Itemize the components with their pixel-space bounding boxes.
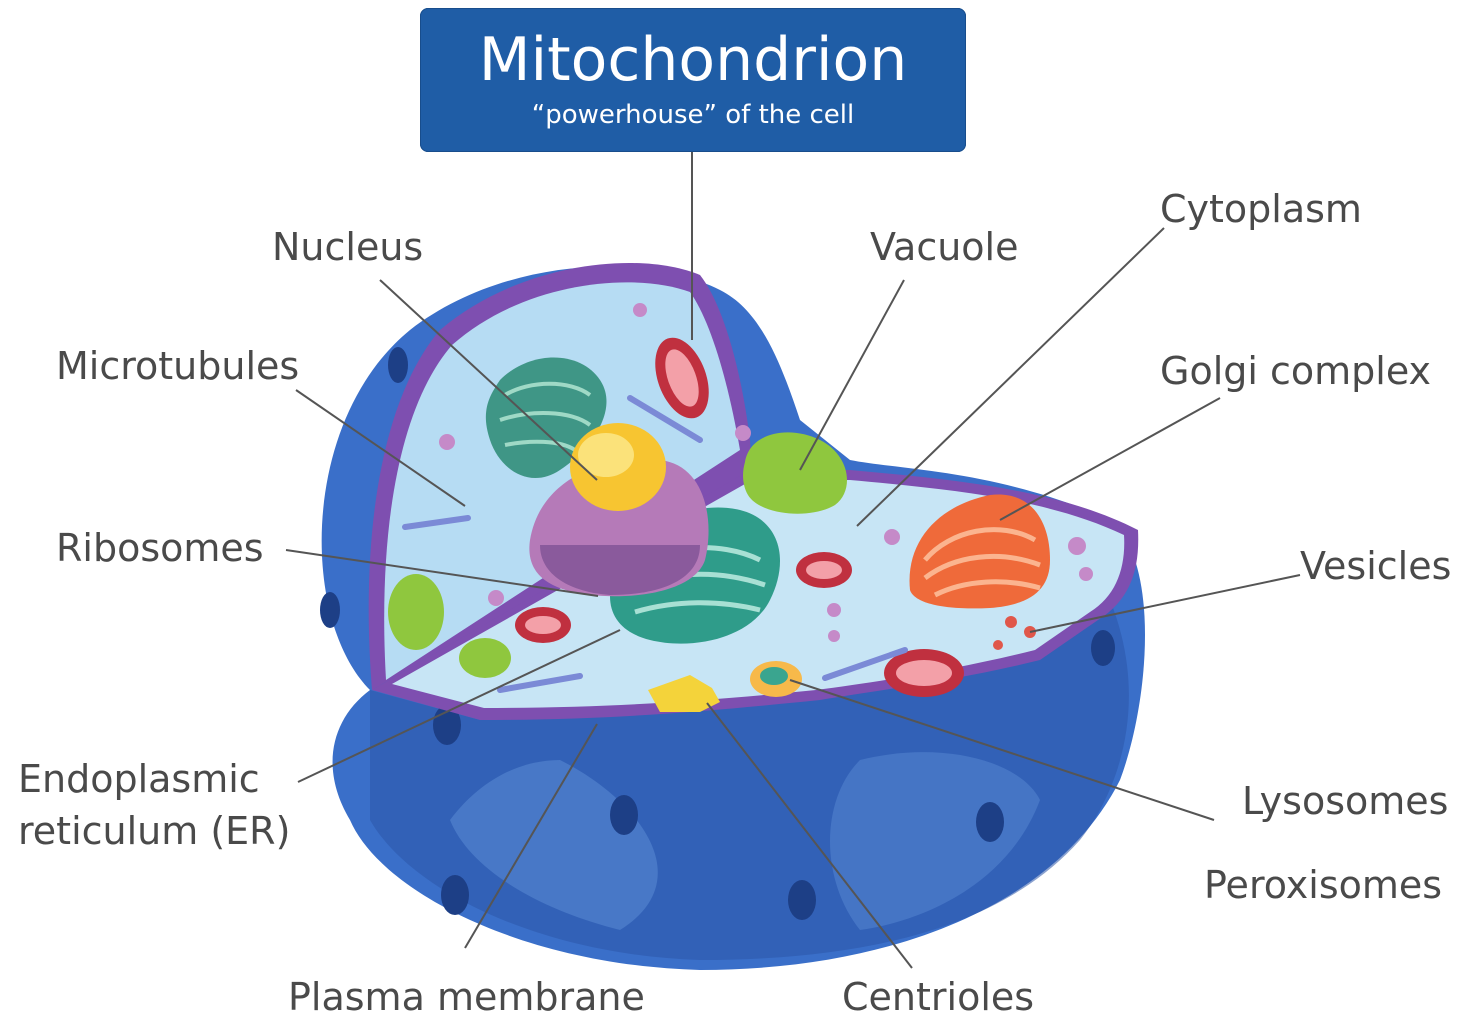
leader-golgi	[1000, 398, 1220, 520]
label-plasma-membrane: Plasma membrane	[288, 976, 645, 1018]
label-er-line1: Endoplasmic	[18, 758, 260, 800]
vesicle	[439, 434, 455, 450]
vesicle	[884, 529, 900, 545]
label-vesicles: Vesicles	[1300, 545, 1451, 587]
label-ribosomes: Ribosomes	[56, 527, 264, 569]
title-box: Mitochondrion “powerhouse” of the cell	[420, 8, 966, 152]
pore	[1091, 630, 1115, 666]
label-centrioles: Centrioles	[842, 976, 1034, 1018]
leader-vacuole	[800, 280, 904, 470]
vesicle	[1068, 537, 1086, 555]
label-peroxisomes: Peroxisomes	[1204, 864, 1442, 906]
pore	[388, 347, 408, 383]
label-er-line2: reticulum (ER)	[18, 810, 290, 852]
vacuole	[743, 432, 847, 513]
pore	[976, 802, 1004, 842]
pore	[441, 875, 469, 915]
label-golgi: Golgi complex	[1160, 350, 1431, 392]
vesicle	[735, 425, 751, 441]
vesicle	[633, 303, 647, 317]
mitochondrion-inner	[806, 561, 842, 579]
vesicle	[828, 630, 840, 642]
leader-cytoplasm	[857, 228, 1164, 526]
vacuole-small	[388, 574, 444, 650]
lysosome-inner	[760, 667, 788, 685]
peroxisome	[993, 640, 1003, 650]
label-vacuole: Vacuole	[870, 226, 1019, 268]
mitochondrion-inner	[525, 616, 561, 634]
pore	[788, 880, 816, 920]
vacuole-small	[459, 638, 511, 678]
label-nucleus: Nucleus	[272, 226, 423, 268]
label-cytoplasm: Cytoplasm	[1160, 188, 1362, 230]
label-microtubules: Microtubules	[56, 345, 299, 387]
peroxisome	[1005, 616, 1017, 628]
mitochondrion-inner	[896, 660, 952, 686]
vesicle	[488, 590, 504, 606]
label-lysosomes: Lysosomes	[1242, 780, 1448, 822]
title-mitochondrion: Mitochondrion	[420, 28, 966, 92]
vesicle	[827, 603, 841, 617]
title-subtitle: “powerhouse” of the cell	[420, 100, 966, 130]
pore	[320, 592, 340, 628]
pore	[610, 795, 638, 835]
vesicle	[1079, 567, 1093, 581]
